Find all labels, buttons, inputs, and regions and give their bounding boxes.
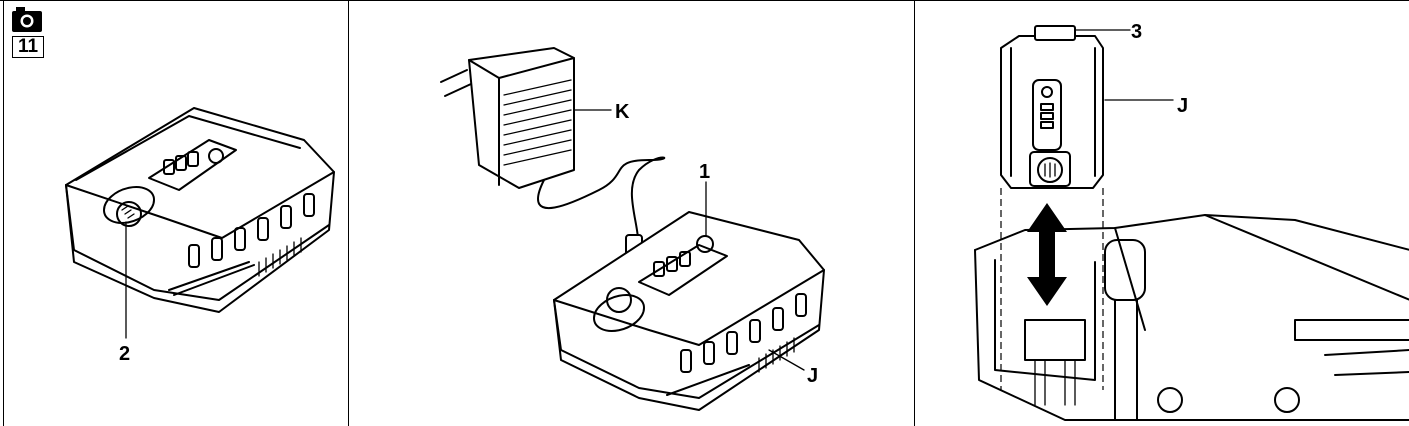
label-battery-k: J bbox=[807, 365, 818, 387]
label-charger: K bbox=[615, 101, 630, 123]
battery-illustration: 2 bbox=[65, 107, 335, 365]
top-border bbox=[0, 0, 1409, 1]
label-latch: 3 bbox=[1131, 21, 1142, 43]
insert-illustration: 3 J bbox=[974, 21, 1409, 421]
label-indicator: 1 bbox=[699, 161, 710, 183]
figure-number: 11 bbox=[12, 36, 44, 58]
panel-charging: K 1 J bbox=[348, 0, 914, 426]
panel-battery-button: 11 2 bbox=[3, 0, 348, 426]
label-battery-j: J bbox=[1177, 95, 1188, 117]
label-button: 2 bbox=[119, 343, 130, 365]
charging-illustration: K 1 J bbox=[440, 47, 825, 411]
panel-insert-battery: 3 J bbox=[914, 0, 1409, 426]
camera-icon bbox=[12, 7, 42, 32]
